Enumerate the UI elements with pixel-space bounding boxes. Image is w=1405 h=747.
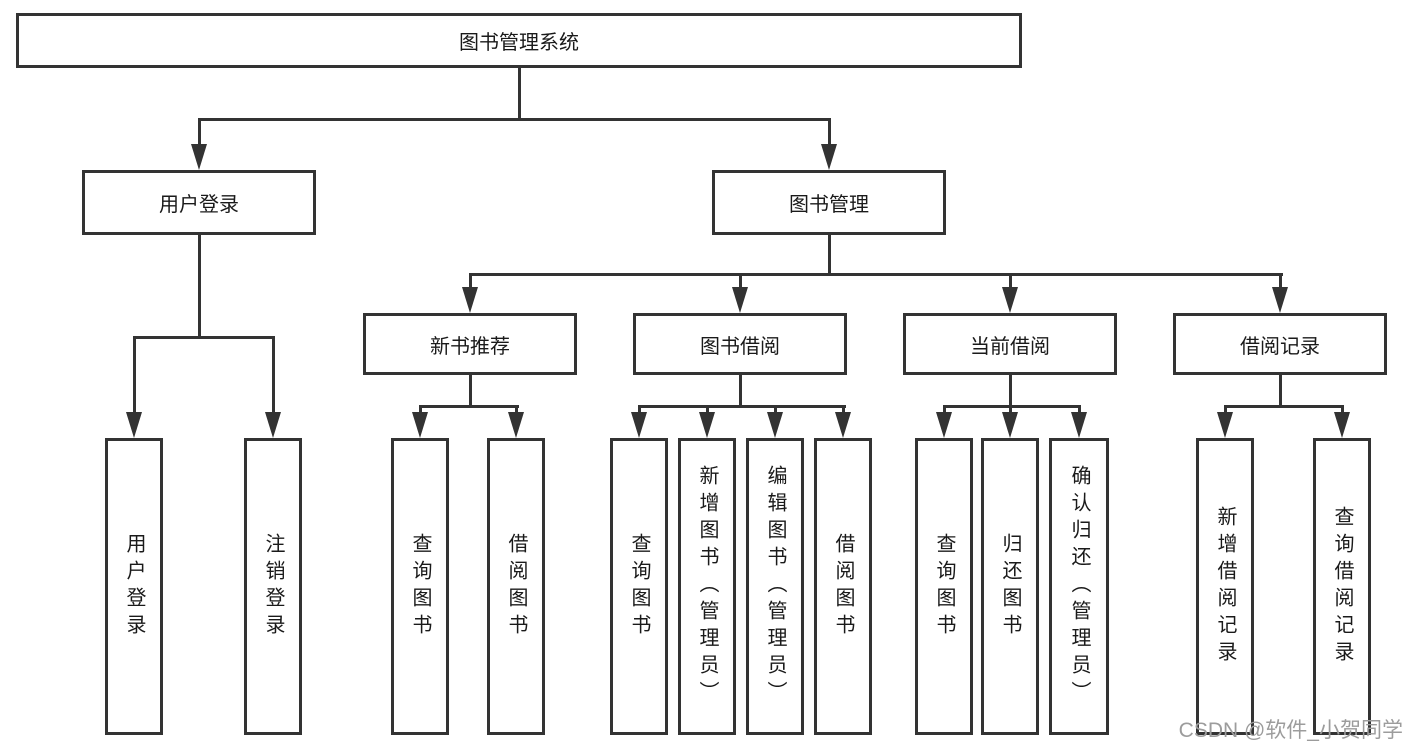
arrowhead-current-leaf-2 — [1002, 412, 1018, 438]
node-book-management: 图书管理 — [712, 170, 946, 235]
connector-borrow-stem — [739, 375, 742, 408]
leaf-return-books: 归还图书 — [981, 438, 1039, 735]
leaf-user-login: 用户登录 — [105, 438, 163, 735]
arrowhead-current-leaf-1 — [936, 412, 952, 438]
connector-root-drop-2 — [828, 118, 831, 148]
leaf-query-books-current: 查询图书 — [915, 438, 973, 735]
arrowhead-records-leaf-1 — [1217, 412, 1233, 438]
leaf-add-borrow-record: 新增借阅记录 — [1196, 438, 1254, 735]
connector-root-rail — [198, 118, 830, 121]
arrowhead-new-book-recommend — [462, 287, 478, 313]
leaf-borrow-books: 借阅图书 — [814, 438, 872, 735]
arrowhead-leaf-logout — [265, 412, 281, 438]
connector-records-rail — [1224, 405, 1344, 408]
connector-mgmt-drop-2 — [739, 273, 742, 291]
csdn-watermark: CSDN @软件_小贺同学 — [1178, 719, 1403, 742]
connector-records-stem — [1279, 375, 1282, 408]
connector-mgmt-stem — [828, 235, 831, 276]
arrowhead-borrow-records — [1272, 287, 1288, 313]
leaf-edit-book-admin: 编辑图书（管理员） — [746, 438, 804, 735]
connector-root-stem — [518, 68, 521, 120]
connector-recommend-rail — [419, 405, 519, 408]
connector-user-drop-2 — [272, 336, 275, 416]
arrowhead-records-leaf-2 — [1334, 412, 1350, 438]
arrowhead-current-leaf-3 — [1071, 412, 1087, 438]
arrowhead-borrow-leaf-1 — [631, 412, 647, 438]
arrowhead-borrow-leaf-4 — [835, 412, 851, 438]
arrowhead-user-login — [191, 144, 207, 170]
arrowhead-current-borrow — [1002, 287, 1018, 313]
arrowhead-borrow-leaf-3 — [767, 412, 783, 438]
connector-user-rail — [133, 336, 275, 339]
leaf-confirm-return-admin: 确认归还（管理员） — [1049, 438, 1109, 735]
connector-root-drop-1 — [198, 118, 201, 148]
arrowhead-recommend-leaf-1 — [412, 412, 428, 438]
connector-user-stem — [198, 235, 201, 339]
arrowhead-book-borrow — [732, 287, 748, 313]
connector-mgmt-drop-1 — [469, 273, 472, 291]
arrowhead-book-management — [821, 144, 837, 170]
connector-user-drop-1 — [133, 336, 136, 416]
leaf-query-borrow-record: 查询借阅记录 — [1313, 438, 1371, 735]
leaf-query-books-recommend: 查询图书 — [391, 438, 449, 735]
connector-recommend-stem — [469, 375, 472, 408]
connector-mgmt-drop-4 — [1279, 273, 1282, 291]
node-borrow-records: 借阅记录 — [1173, 313, 1387, 375]
arrowhead-recommend-leaf-2 — [508, 412, 524, 438]
node-book-borrow: 图书借阅 — [633, 313, 847, 375]
leaf-add-book-admin: 新增图书（管理员） — [678, 438, 736, 735]
connector-mgmt-rail — [469, 273, 1283, 276]
connector-current-rail — [943, 405, 1081, 408]
node-new-book-recommend: 新书推荐 — [363, 313, 577, 375]
leaf-logout: 注销登录 — [244, 438, 302, 735]
node-user-login: 用户登录 — [82, 170, 316, 235]
arrowhead-borrow-leaf-2 — [699, 412, 715, 438]
leaf-borrow-books-recommend: 借阅图书 — [487, 438, 545, 735]
node-root-library-system: 图书管理系统 — [16, 13, 1022, 68]
arrowhead-leaf-user-login — [126, 412, 142, 438]
node-current-borrow: 当前借阅 — [903, 313, 1117, 375]
connector-mgmt-drop-3 — [1009, 273, 1012, 291]
connector-current-stem — [1009, 375, 1012, 408]
connector-borrow-rail — [638, 405, 846, 408]
leaf-query-books-borrow: 查询图书 — [610, 438, 668, 735]
